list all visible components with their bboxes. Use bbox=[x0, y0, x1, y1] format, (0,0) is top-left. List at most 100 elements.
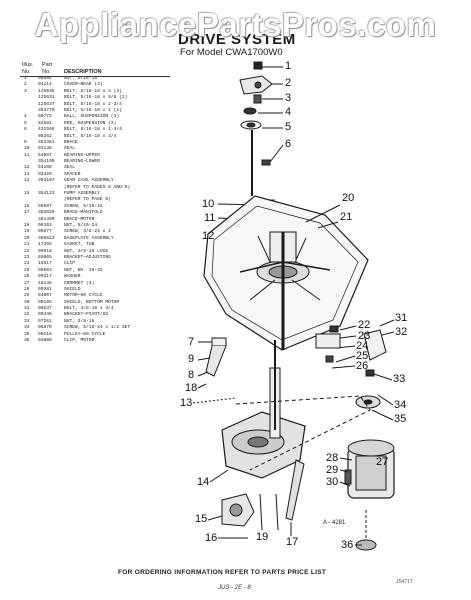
part-illus-no: 15 bbox=[24, 191, 30, 197]
leader-18b bbox=[275, 493, 279, 531]
part-bracket-32 bbox=[363, 329, 387, 361]
part-illus-no: 10 bbox=[24, 146, 30, 152]
callout-2: 2 bbox=[285, 77, 292, 89]
part-description: GEAR CASE ASSEMBLY bbox=[64, 178, 114, 184]
part-description: BOLT, 5/16-18 x 3 (3) bbox=[64, 88, 122, 94]
part-number: 17205 bbox=[38, 242, 52, 248]
part-illus-no: 11 bbox=[24, 152, 30, 158]
callout-25: 25 bbox=[356, 350, 369, 362]
part-description: NUT, 3/8-16 bbox=[64, 318, 95, 324]
leader-30 bbox=[339, 481, 351, 487]
leader-6 bbox=[269, 144, 284, 163]
part-description: SCREW, 5/16-16 bbox=[64, 203, 103, 209]
part-number: 98603 bbox=[38, 267, 52, 273]
part-number: 90216 bbox=[38, 331, 52, 337]
leader-20 bbox=[305, 204, 341, 223]
callout-13: 13 bbox=[180, 397, 193, 409]
part-illus-no: 6 bbox=[24, 127, 27, 133]
part-bolt-6 bbox=[261, 159, 271, 166]
part-illus-no: 1 bbox=[24, 76, 27, 81]
leader-19 bbox=[259, 493, 263, 531]
part-number: 93809 bbox=[38, 338, 52, 344]
part-description: SHIELD, BOTTOM MOTOR bbox=[64, 299, 120, 305]
callout-28: 28 bbox=[326, 452, 339, 464]
part-clip-36 bbox=[355, 510, 377, 551]
callout-20: 20 bbox=[342, 192, 355, 204]
header-part-no: No. bbox=[42, 69, 51, 75]
part-number: 354190 bbox=[38, 159, 55, 165]
part-number: 353020 bbox=[38, 210, 55, 216]
callout-9: 9 bbox=[188, 353, 195, 365]
part-description: SEAL bbox=[64, 146, 76, 152]
part-illus-no: 36 bbox=[24, 338, 30, 344]
part-illus-no: 18 bbox=[24, 222, 30, 228]
callout-26: 26 bbox=[356, 360, 369, 372]
callout-22: 22 bbox=[358, 319, 371, 331]
part-number: 98877 bbox=[38, 229, 52, 235]
part-description: SEAL bbox=[64, 165, 76, 171]
leader-8 bbox=[197, 371, 209, 377]
part-description: NUT, 5/16-18 bbox=[64, 76, 98, 81]
part-illus-no: 33 bbox=[24, 318, 30, 324]
callout-7: 7 bbox=[188, 336, 195, 348]
leader-34 bbox=[377, 394, 394, 406]
leader-33 bbox=[373, 373, 393, 381]
header-no: No. bbox=[22, 69, 31, 75]
callout-21: 21 bbox=[340, 211, 353, 223]
watermark-logo: AppliancePartsPros.com bbox=[34, 6, 437, 43]
callout-18: 18 bbox=[185, 382, 198, 394]
part-description: SCREW, 3/8-24 x 2 bbox=[64, 229, 111, 235]
part-description: BEARING—UPPER bbox=[64, 152, 100, 158]
footer-note: FOR ORDERING INFORMATION REFER TO PARTS … bbox=[118, 569, 327, 576]
part-illus-no: 3 bbox=[24, 88, 27, 94]
part-cover-2 bbox=[239, 75, 273, 95]
callout-8: 8 bbox=[188, 369, 195, 381]
leader-18 bbox=[197, 383, 207, 389]
footer-scribble: JUS - 2E - 8 bbox=[218, 585, 251, 591]
part-illus-no: 14 bbox=[24, 178, 30, 184]
part-description: (REFER TO PAGE 6) bbox=[64, 197, 111, 203]
part-illus-no: 23 bbox=[24, 254, 30, 260]
part-number: 98262 bbox=[38, 133, 52, 139]
callout-23: 23 bbox=[358, 330, 371, 342]
part-number: 125035 bbox=[38, 88, 55, 94]
part-bolt-3 bbox=[253, 94, 262, 104]
page-title: DRIVE SYSTEM bbox=[178, 31, 296, 48]
parts-row: 3 125035 BOLT, 5/16-18 x 3 (3) bbox=[20, 89, 170, 95]
callout-12: 12 bbox=[202, 230, 215, 242]
part-number: 18136 bbox=[38, 280, 52, 286]
part-description: ROD, SUSPENSION (3) bbox=[64, 120, 117, 126]
part-number: 90772 bbox=[38, 114, 52, 120]
part-brace-17 bbox=[285, 459, 305, 521]
part-number: 65005 bbox=[38, 254, 52, 260]
callout-29: 29 bbox=[326, 464, 339, 476]
callout-17: 17 bbox=[286, 536, 299, 548]
part-gearcase-14 bbox=[221, 340, 306, 479]
part-number: 353779 bbox=[38, 107, 55, 113]
part-illus-no: 16 bbox=[24, 203, 30, 209]
part-number: 90317 bbox=[38, 274, 52, 280]
part-description: BOLT, 5/16-18 x 1-3/4 bbox=[64, 127, 122, 133]
callout-3: 3 bbox=[285, 92, 292, 104]
part-number: 97261 bbox=[38, 318, 52, 324]
